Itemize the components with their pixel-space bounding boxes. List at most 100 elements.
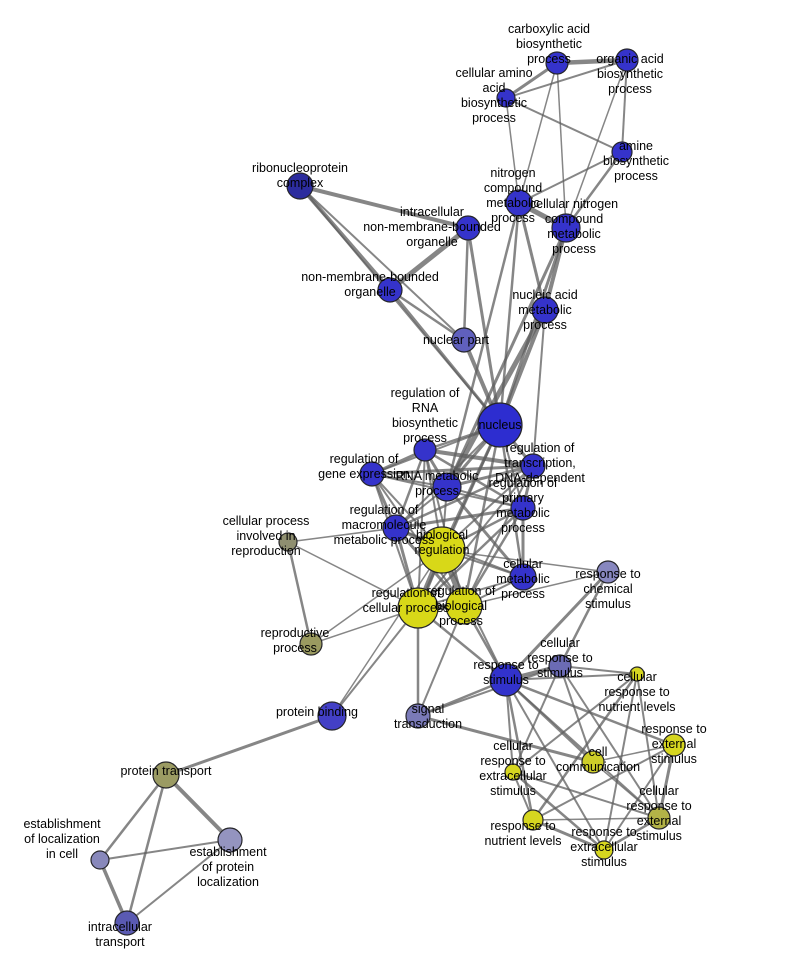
edge-prottrans--estloccell[interactable] [99,774,167,861]
edge-cellrespextracell--respextracell[interactable] [512,771,605,851]
node-carboxylic[interactable] [545,51,569,75]
edge-regtrans--regcell[interactable] [417,465,534,609]
edge-organic--cellnitrogen[interactable] [565,59,628,229]
node-cellnitrogen[interactable] [551,213,581,243]
edge-respstim--respextracell[interactable] [505,679,605,851]
node-regprimary[interactable] [510,495,536,521]
edge-respexternal--cellrespexternal[interactable] [657,744,676,819]
node-cellrespextracell[interactable] [504,763,522,781]
node-amino[interactable] [496,88,516,108]
edge-rnametab--cellmetab[interactable] [445,486,525,578]
node-regbio[interactable] [445,587,483,625]
node-regtrans[interactable] [520,453,546,479]
node-estloccell[interactable] [90,850,110,870]
edge-regprimary--regcell[interactable] [417,507,524,609]
edge-cellcomm--sigtrans[interactable] [417,714,594,764]
edge-intranmb--nuclearpart[interactable] [462,227,470,341]
edge-respexternal--respextracell[interactable] [603,744,675,851]
edge-regtrans--regbio[interactable] [463,465,534,607]
edge-respnutrient--respextracell[interactable] [532,818,605,852]
edge-organic--amine[interactable] [621,59,628,153]
node-amine[interactable] [611,141,633,163]
edge-carboxylic--nitrogen[interactable] [518,62,558,204]
edge-respstim--respnutrient[interactable] [504,679,535,821]
node-estprotloc[interactable] [217,827,243,853]
edge-rnametab--regtrans[interactable] [446,464,534,489]
node-respextracell[interactable] [594,840,614,860]
node-cellmetab[interactable] [509,563,537,591]
node-rnp[interactable] [286,172,314,200]
edge-cellnitrogen--nucleus[interactable] [498,227,568,426]
node-respexternal[interactable] [662,733,686,757]
edge-nmb--nuclearpart[interactable] [389,288,465,342]
edge-prottrans--intratrans[interactable] [125,774,168,924]
node-reproc[interactable] [299,632,323,656]
edge-regtrans--nucleicacid[interactable] [532,309,546,467]
node-nuclearpart[interactable] [451,327,477,353]
node-regmacro[interactable] [382,514,410,542]
node-organic[interactable] [615,48,639,72]
edge-organic--amino[interactable] [505,59,628,99]
edge-regprimary--regmacro[interactable] [395,506,524,530]
edge-amino--nitrogen[interactable] [505,97,520,204]
node-nmb[interactable] [377,277,403,303]
edge-cellreproc--regcell[interactable] [287,541,419,609]
edge-nitrogen--nucleicacid[interactable] [517,202,547,311]
edge-cellrespstim--sigtrans[interactable] [417,665,561,717]
edge-nitrogen--nucleus[interactable] [498,202,521,426]
edge-sigtrans--regbio[interactable] [417,605,465,717]
edge-amine--cellnitrogen[interactable] [564,151,624,229]
node-respnutrient[interactable] [522,809,544,831]
node-bioreg[interactable] [418,526,466,574]
edge-nmb--nucleus[interactable] [388,289,502,426]
edge-respexternal--respnutrient[interactable] [532,744,675,821]
node-regcell[interactable] [397,587,439,629]
edge-cellrespnutrient--respextracell[interactable] [603,673,638,851]
node-nucleicacid[interactable] [531,296,559,324]
edge-cellrespstim--cellrespnutrient[interactable] [559,665,638,675]
node-rnametab[interactable] [432,472,462,502]
edge-prottrans--estprotloc[interactable] [164,773,232,842]
edge-intranmb--nmb[interactable] [388,226,470,292]
edge-cellcomm--cellrespexternal[interactable] [592,761,660,819]
edge-cellrespstim--cellrespextracell[interactable] [512,665,561,773]
edge-rnp--nuclearpart[interactable] [299,185,465,341]
edge-proteinbind--prottrans[interactable] [165,714,333,777]
node-cellrespexternal[interactable] [647,806,671,830]
edge-cellrespextracell--cellrespexternal[interactable] [512,771,660,819]
edge-respchem--regbio[interactable] [463,571,609,607]
edge-regtrans--reggene[interactable] [371,464,534,476]
edge-proteinbind--regcell[interactable] [331,607,419,717]
node-cellrespnutrient[interactable] [629,666,645,682]
edge-respnutrient--cellrespexternal[interactable] [532,817,660,821]
edge-cellrespstim--cellcomm[interactable] [559,665,594,763]
node-nitrogen[interactable] [505,189,533,217]
node-intranmb[interactable] [455,215,481,241]
edge-cellrespstim--respchem[interactable] [558,571,610,667]
edge-rnp--intranmb[interactable] [299,184,469,230]
node-intratrans[interactable] [114,910,140,936]
edge-estprotloc--estloccell[interactable] [99,839,231,861]
node-cellreproc[interactable] [278,532,298,552]
edge-estprotloc--intratrans[interactable] [126,839,231,924]
edge-respstim--respchem[interactable] [504,570,610,682]
edge-regtrans--regmacro[interactable] [395,464,534,530]
node-prottrans[interactable] [152,761,180,789]
edge-carboxylic--organic[interactable] [556,57,628,66]
edge-reproc--bioreg[interactable] [310,549,443,645]
node-proteinbind[interactable] [317,701,347,731]
edge-respstim--cellrespnutrient[interactable] [505,673,638,681]
edge-regrna--regtrans[interactable] [424,448,534,468]
node-cellrespstim[interactable] [548,654,572,678]
edge-cellreproc--regmacro[interactable] [287,527,397,543]
edge-respchem--bioreg[interactable] [441,549,609,573]
edge-respexternal--cellcomm[interactable] [592,744,675,763]
node-reggene[interactable] [359,461,385,487]
edge-amino--amine[interactable] [505,97,623,153]
edge-cellrespnutrient--cellrespextracell[interactable] [512,673,638,773]
node-cellcomm[interactable] [581,750,605,774]
edge-cellrespnutrient--respnutrient[interactable] [531,673,639,821]
node-respchem[interactable] [596,560,620,584]
node-respstim[interactable] [489,663,523,697]
edge-cellrespnutrient--cellrespexternal[interactable] [636,673,660,819]
